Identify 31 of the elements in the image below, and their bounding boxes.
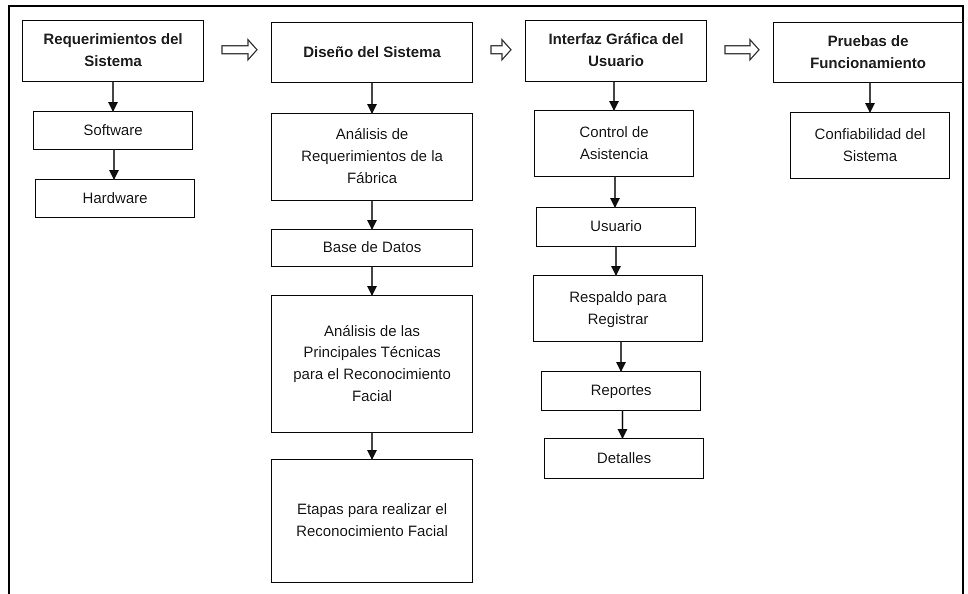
process-box: Diseño del Sistema (271, 22, 473, 83)
arrow (367, 201, 377, 230)
process-box: Usuario (536, 207, 696, 247)
process-box: Análisis de las Principales Técnicas para el Reconocimiento Facial (271, 295, 473, 433)
arrow (367, 83, 377, 114)
arrow (109, 150, 119, 180)
process-box: Software (33, 111, 193, 150)
process-box: Interfaz Gráfica del Usuario (525, 20, 707, 82)
process-box: Reportes (541, 371, 701, 411)
arrow (616, 342, 626, 372)
process-box: Análisis de Requerimientos de la Fábrica (271, 113, 473, 201)
process-box: Detalles (544, 438, 704, 479)
arrow (367, 267, 377, 296)
process-box: Pruebas de Funcionamiento (773, 22, 963, 83)
arrow (865, 83, 875, 113)
arrow (609, 82, 619, 111)
process-box: Hardware (35, 179, 195, 218)
arrow (618, 411, 628, 439)
arrow (108, 82, 118, 112)
process-box: Control de Asistencia (534, 110, 694, 177)
process-box: Requerimientos del Sistema (22, 20, 204, 82)
block-arrow (724, 38, 760, 62)
arrow (610, 177, 620, 208)
process-box: Etapas para realizar el Reconocimiento Facial (271, 459, 473, 583)
process-box: Confiabilidad del Sistema (790, 112, 950, 179)
arrow (367, 433, 377, 460)
process-box: Respaldo para Registrar (533, 275, 703, 342)
arrow (611, 247, 621, 276)
block-arrow (490, 38, 512, 62)
block-arrow (221, 38, 258, 62)
process-box: Base de Datos (271, 229, 473, 267)
